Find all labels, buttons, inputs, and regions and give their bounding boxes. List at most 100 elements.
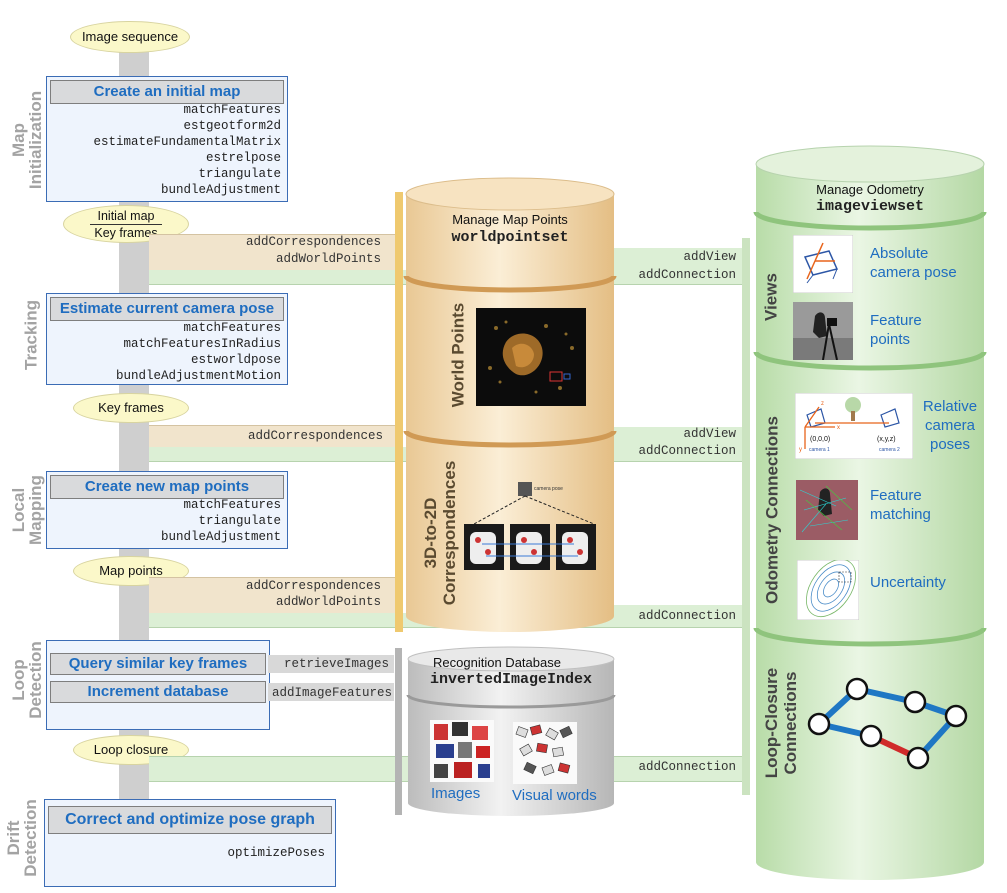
- odometry-title: Manage Odometry: [816, 182, 924, 197]
- map-points-cylinder: [403, 177, 617, 632]
- call-add-world-points: addWorldPoints: [275, 252, 381, 266]
- band-loop-add: [268, 683, 394, 701]
- oval-label-initial-map: Initial map: [97, 209, 155, 223]
- axis-z-label: z: [821, 401, 824, 407]
- oval-label-key-frames: Key frames: [94, 226, 158, 240]
- function-name: bundleAdjustment: [160, 183, 281, 197]
- step-create-initial-map: Create an initial map matchFeatures estg…: [46, 76, 288, 202]
- recognition-db-title: Recognition Database: [433, 655, 561, 670]
- section-views: Views: [761, 273, 781, 321]
- call-add-view: addView: [683, 427, 736, 441]
- section-label-tracking: Tracking: [21, 300, 41, 370]
- recognition-db-object: invertedImageIndex: [429, 671, 593, 688]
- function-name: estimateFundamentalMatrix: [93, 135, 281, 149]
- call-add-correspondences: addCorrespondences: [245, 579, 381, 593]
- call-add-image-features: addImageFeatures: [271, 686, 392, 700]
- function-name: triangulate: [198, 167, 281, 181]
- graph-node: [859, 724, 883, 748]
- call-add-correspondences: addCorrespondences: [245, 235, 381, 249]
- uncertainty-image: [797, 560, 859, 620]
- function-name: matchFeatures: [183, 321, 281, 335]
- call-add-connection: addConnection: [638, 268, 736, 282]
- visual-words-label: Visual words: [512, 787, 597, 804]
- function-name: bundleAdjustmentMotion: [115, 369, 281, 383]
- step-title-initial-map: Create an initial map: [50, 80, 284, 104]
- call-add-connection: addConnection: [638, 760, 736, 774]
- band-init-tan: [149, 234, 395, 271]
- camera-pose-annotation: camera pose: [534, 486, 563, 492]
- step-title-increment-database: Increment database: [50, 681, 266, 703]
- function-name: matchFeaturesInRadius: [123, 337, 281, 351]
- function-name: estgeotform2d: [183, 119, 281, 133]
- camera-2-label: camera 2: [879, 447, 900, 453]
- images-thumbnail: [430, 720, 494, 782]
- function-name: estrelpose: [205, 151, 281, 165]
- graph-node: [807, 712, 831, 736]
- bar-odometry: [742, 238, 750, 795]
- world-points-image: [476, 308, 586, 406]
- call-add-connection: addConnection: [638, 444, 736, 458]
- bar-recognition: [395, 648, 402, 815]
- function-name: matchFeatures: [183, 103, 281, 117]
- function-name: matchFeatures: [183, 498, 281, 512]
- step-title-local-mapping: Create new map points: [50, 475, 284, 499]
- relative-poses-image: (0,0,0) (x,y,z) camera 1 camera 2 z x y: [795, 393, 913, 459]
- correspondences-image: camera pose: [464, 482, 596, 570]
- oval-divider: [90, 224, 162, 225]
- graph-node: [903, 690, 927, 714]
- uncertainty-label: Uncertainty: [870, 574, 946, 591]
- feature-matching-image: [796, 480, 858, 540]
- step-estimate-camera-pose: Estimate current camera pose matchFeatur…: [46, 293, 288, 385]
- call-add-world-points: addWorldPoints: [275, 595, 381, 609]
- images-label: Images: [431, 785, 481, 802]
- odometry-object: imageviewset: [815, 198, 925, 215]
- axis-y-label: y: [799, 447, 802, 453]
- section-world-points: World Points: [448, 302, 468, 408]
- step-correct-pose-graph: Correct and optimize pose graph optimize…: [44, 799, 336, 887]
- map-points-title: Manage Map Points: [452, 212, 568, 227]
- function-name: optimizePoses: [227, 846, 325, 860]
- xyz-label: (x,y,z): [877, 436, 896, 443]
- bar-map-points: [395, 192, 403, 632]
- graph-node: [906, 746, 930, 770]
- oval-image-sequence: Image sequence: [70, 21, 190, 53]
- origin-label: (0,0,0): [810, 436, 830, 443]
- visual-words-thumbnail: [513, 722, 577, 784]
- call-add-correspondences: addCorrespondences: [247, 429, 383, 443]
- band-loop-retrieve: [268, 655, 394, 673]
- band-tracking-green-right: [613, 427, 747, 447]
- axis-x-label: x: [837, 425, 840, 431]
- call-retrieve-images: retrieveImages: [283, 657, 389, 671]
- step-loop-detection: Query similar key frames Increment datab…: [46, 640, 270, 730]
- band-mapping-green-right: [613, 605, 747, 613]
- function-name: bundleAdjustment: [160, 530, 281, 544]
- oval-loop-closure: Loop closure: [73, 735, 189, 765]
- call-add-connection: addConnection: [638, 609, 736, 623]
- step-title-drift: Correct and optimize pose graph: [48, 806, 332, 834]
- band-tracking-tan: [149, 425, 395, 448]
- absolute-pose-image: [793, 235, 853, 293]
- step-create-new-map-points: Create new map points matchFeatures tria…: [46, 471, 288, 549]
- call-add-view: addView: [683, 250, 736, 264]
- graph-node: [845, 677, 869, 701]
- function-name: triangulate: [198, 514, 281, 528]
- graph-node: [944, 704, 968, 728]
- feature-points-image: [793, 302, 853, 360]
- band-mapping-tan: [149, 577, 395, 614]
- map-points-object: worldpointset: [451, 229, 569, 246]
- oval-key-frames: Key frames: [73, 393, 189, 423]
- loop-closure-graph: [807, 677, 968, 770]
- step-title-tracking: Estimate current camera pose: [50, 297, 284, 321]
- step-title-query-key-frames: Query similar key frames: [50, 653, 266, 675]
- section-odometry-connections: Odometry Connections: [762, 416, 782, 604]
- function-name: estworldpose: [190, 353, 281, 367]
